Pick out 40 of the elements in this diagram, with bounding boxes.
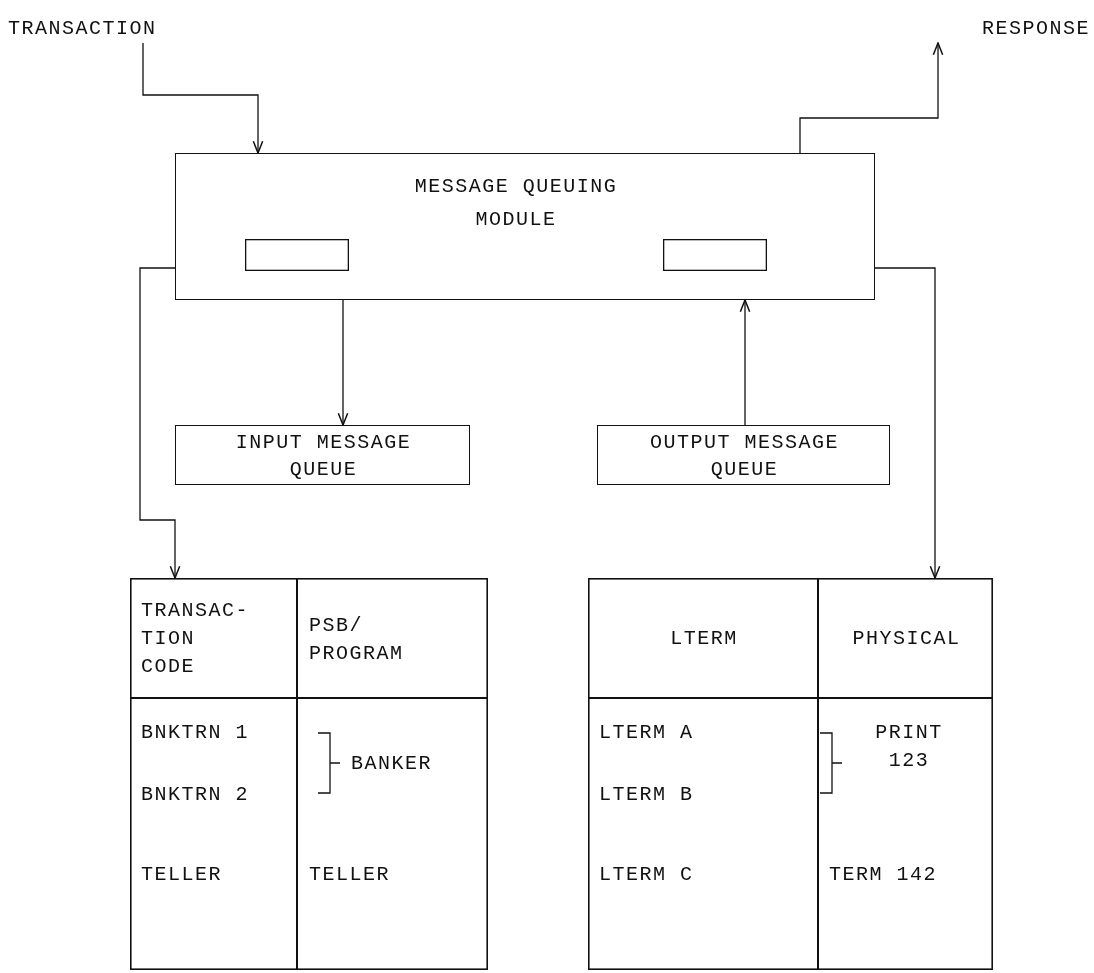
slot-box — [245, 239, 349, 271]
arrow — [337, 299, 349, 426]
cell-text: BANKER — [351, 751, 433, 777]
table-cell — [588, 698, 818, 970]
table-cell — [297, 578, 488, 698]
cell-text: TRANSAC- TION CODE — [141, 598, 250, 680]
arrow — [874, 267, 941, 579]
table-cell — [588, 578, 818, 698]
cell-text: BNKTRN 2 — [141, 782, 250, 808]
cell-text: LTERM A — [599, 720, 695, 746]
cell-text: LTERM — [669, 626, 739, 652]
cell-text: PRINT 123 — [874, 720, 944, 774]
table-cell — [130, 698, 297, 970]
table-cell — [297, 698, 488, 970]
cell-text: LTERM B — [599, 782, 695, 808]
io-label: TRANSACTION — [8, 16, 158, 42]
cell-text: INPUT MESSAGE QUEUE — [234, 430, 413, 483]
table-cell — [130, 578, 297, 698]
cell-text: BNKTRN 1 — [141, 720, 250, 746]
arrow — [139, 267, 181, 579]
cell-text: TELLER — [141, 862, 223, 888]
cell-text: PHYSICAL — [851, 626, 962, 652]
table — [130, 578, 488, 970]
cell-text: OUTPUT MESSAGE QUEUE — [649, 430, 840, 483]
arrow — [142, 42, 264, 154]
table — [588, 578, 993, 970]
arrow — [799, 42, 944, 154]
process-box — [175, 425, 470, 485]
cell-text: PSB/ PROGRAM — [309, 613, 405, 667]
cell-text: MESSAGE QUEUING MODULE — [413, 174, 619, 233]
table-cell — [818, 578, 993, 698]
arrow — [739, 299, 751, 426]
cell-text: TELLER — [309, 862, 391, 888]
process-box — [175, 153, 875, 300]
cell-text: LTERM C — [599, 862, 695, 888]
io-label: RESPONSE — [981, 16, 1090, 42]
table-cell — [818, 698, 993, 970]
slot-box — [663, 239, 767, 271]
cell-text: TERM 142 — [829, 862, 938, 888]
process-box — [597, 425, 890, 485]
